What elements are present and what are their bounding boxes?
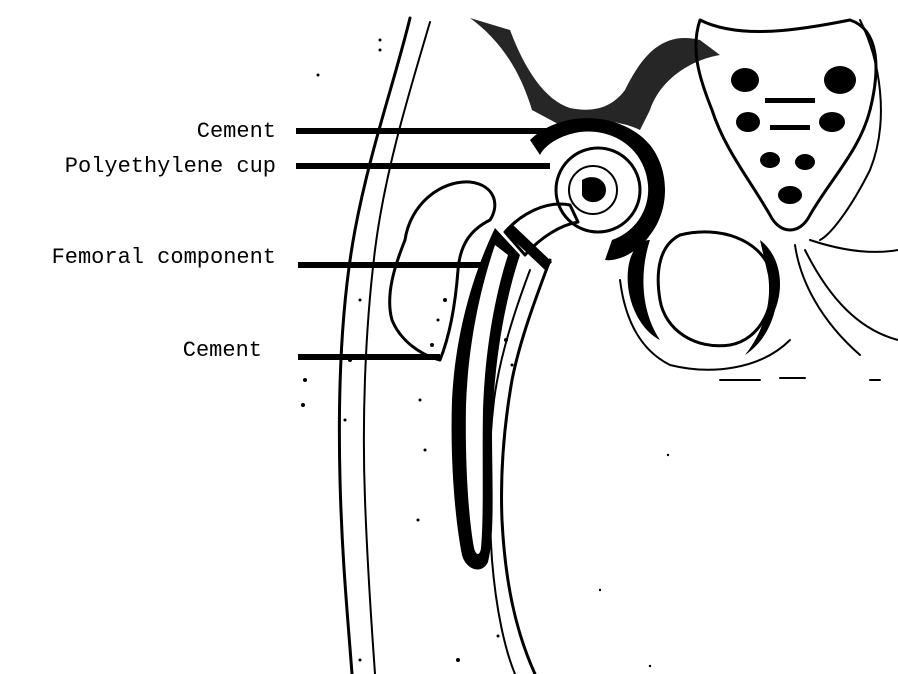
label-polyethylene-cup: Polyethylene cup	[65, 154, 276, 179]
pelvis-illustration	[470, 18, 898, 380]
pubic-ramus-line	[810, 240, 898, 252]
pubic-lower-line	[805, 250, 898, 340]
iliac-wing-shading	[470, 18, 720, 130]
femur-medial-cortex	[502, 260, 550, 674]
femoral-head-center	[582, 177, 606, 202]
label-cement-bottom: Cement	[183, 338, 262, 363]
acetabular-cup-assembly	[530, 118, 665, 260]
label-femoral-component: Femoral component	[52, 245, 276, 270]
femur-lateral-inner	[364, 22, 430, 674]
obturator-foramen	[658, 232, 772, 346]
pubic-symphysis-line	[795, 245, 860, 355]
femur-lateral-cortex	[339, 18, 410, 674]
label-cement-top: Cement	[197, 119, 276, 144]
baseline-dashes	[720, 378, 880, 380]
